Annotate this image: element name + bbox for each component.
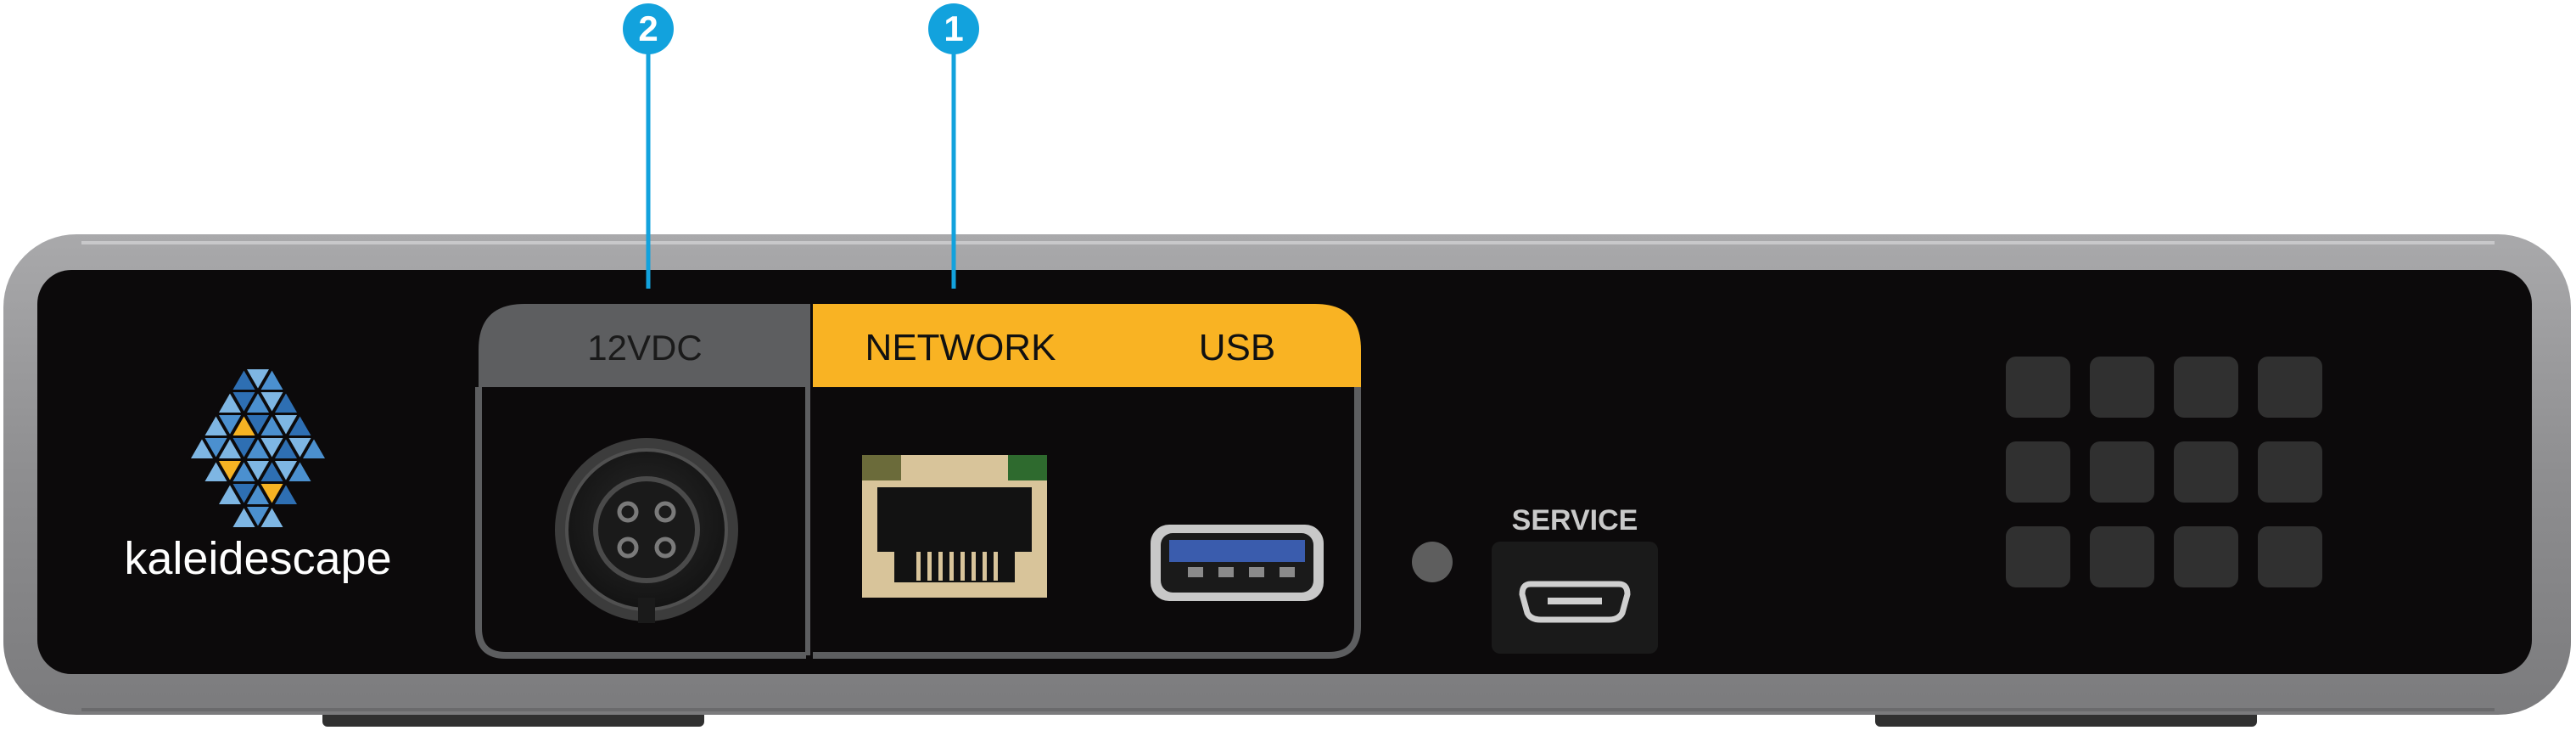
logo-triangle <box>284 457 316 484</box>
callout-1-number: 1 <box>944 8 963 48</box>
vent-slot <box>2258 441 2322 503</box>
callout-1-badge <box>928 3 979 54</box>
kaleidescape-logo: kaleidescape <box>124 365 392 584</box>
din-4pin-power-connector-icon <box>555 438 738 623</box>
logo-triangle <box>256 503 288 530</box>
callout-2-badge <box>623 3 674 54</box>
logo-triangle <box>298 434 330 461</box>
rj45-pin <box>916 552 921 581</box>
micro-usb-port-icon <box>1519 581 1631 623</box>
rj45-pin <box>938 552 943 581</box>
rj45-pins <box>916 552 998 581</box>
kaleidescape-hex-logo-icon <box>186 365 330 531</box>
callout-2-number: 2 <box>638 8 658 48</box>
rj45-port-icon <box>862 455 1047 598</box>
vent-slot <box>2258 526 2322 587</box>
vent-slot <box>2006 357 2070 418</box>
vent-slot <box>2090 526 2154 587</box>
callout-1: 1 <box>928 3 979 289</box>
network-label: NETWORK <box>865 327 1056 368</box>
rj45-pin <box>994 552 998 581</box>
brand-name: kaleidescape <box>124 533 391 584</box>
vent-slot <box>2258 357 2322 418</box>
logo-triangle <box>270 480 302 507</box>
power-section-header <box>479 304 806 387</box>
rj45-pin <box>927 552 932 581</box>
power-section: 12VDC <box>475 304 806 659</box>
power-section-outline <box>475 387 806 659</box>
rj45-pin <box>972 552 976 581</box>
network-usb-outline <box>813 387 1361 659</box>
vent-slot <box>2006 526 2070 587</box>
vent-slot <box>2174 357 2238 418</box>
usb-label: USB <box>1199 327 1275 368</box>
callout-2: 2 <box>623 3 674 289</box>
status-led-icon <box>1412 542 1453 582</box>
vent-slot <box>2090 357 2154 418</box>
service-label: SERVICE <box>1512 504 1638 537</box>
network-usb-header <box>813 304 1361 387</box>
rj45-pin <box>983 552 987 581</box>
usb-a-port-icon <box>1151 525 1324 601</box>
rj45-pin <box>949 552 954 581</box>
vent-slot <box>2174 441 2238 503</box>
rj45-pin <box>960 552 965 581</box>
service-port: SERVICE <box>1492 504 1658 654</box>
vent-grille-icon <box>2006 357 2322 587</box>
network-usb-section: NETWORK USB <box>813 304 1361 659</box>
vent-slot <box>2174 526 2238 587</box>
vent-slot <box>2090 441 2154 503</box>
vent-slot <box>2006 441 2070 503</box>
power-label: 12VDC <box>587 328 702 368</box>
